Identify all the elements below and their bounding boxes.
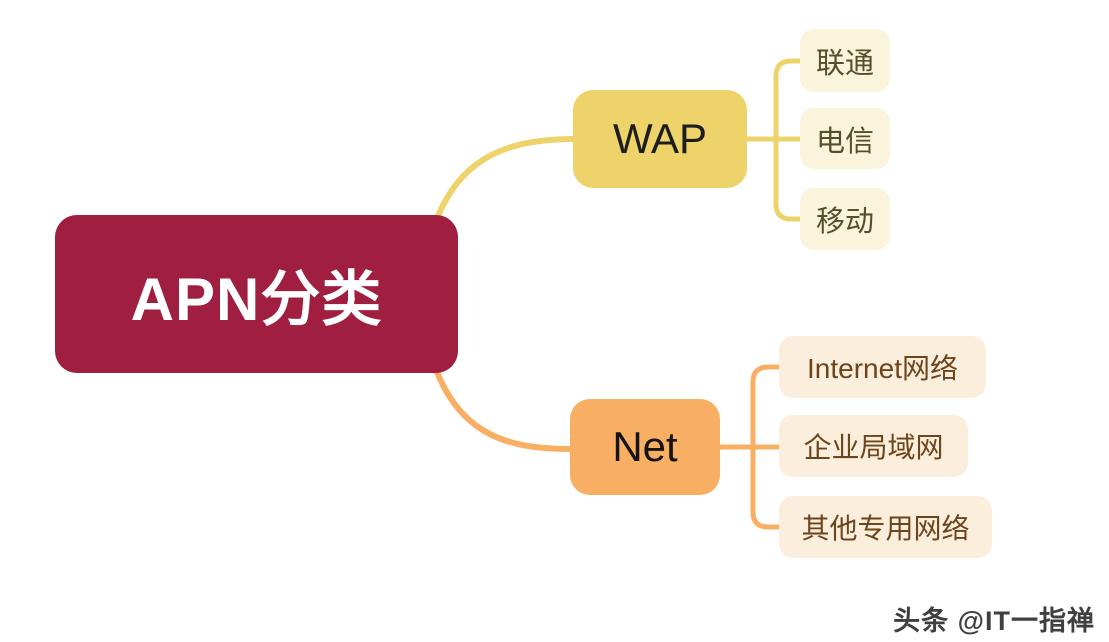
branch-node-wap[interactable]: WAP xyxy=(573,90,747,188)
leaf-node-internet-label: Internet网络 xyxy=(807,353,958,384)
watermark-text: 头条 @IT一指禅 xyxy=(893,606,1095,636)
branch-node-net[interactable]: Net xyxy=(570,399,720,495)
root-node-apn[interactable]: APN分类 xyxy=(55,215,458,373)
leaf-node-yidong[interactable]: 移动 xyxy=(800,188,890,250)
leaf-node-other-private-network[interactable]: 其他专用网络 xyxy=(779,496,992,558)
leaf-node-enterprise-lan-label: 企业局域网 xyxy=(803,432,944,463)
branch-node-net-label: Net xyxy=(612,423,678,470)
connector-net-internet-other xyxy=(750,364,782,530)
leaf-node-dianxin[interactable]: 电信 xyxy=(800,108,890,169)
leaf-node-enterprise-lan[interactable]: 企业局域网 xyxy=(779,415,968,477)
connector-wap-liantong-yidong xyxy=(773,58,803,222)
leaf-node-liantong[interactable]: 联通 xyxy=(800,29,890,92)
leaf-node-other-private-network-label: 其他专用网络 xyxy=(801,513,970,544)
leaf-node-liantong-label: 联通 xyxy=(815,47,874,80)
watermark: 头条 @IT一指禅 xyxy=(893,599,1095,638)
leaf-node-yidong-label: 移动 xyxy=(815,206,874,238)
leaf-node-dianxin-label: 电信 xyxy=(815,125,874,158)
branch-node-wap-label: WAP xyxy=(612,115,708,162)
root-node-label: APN分类 xyxy=(130,265,383,333)
leaf-node-internet[interactable]: Internet网络 xyxy=(779,336,986,398)
